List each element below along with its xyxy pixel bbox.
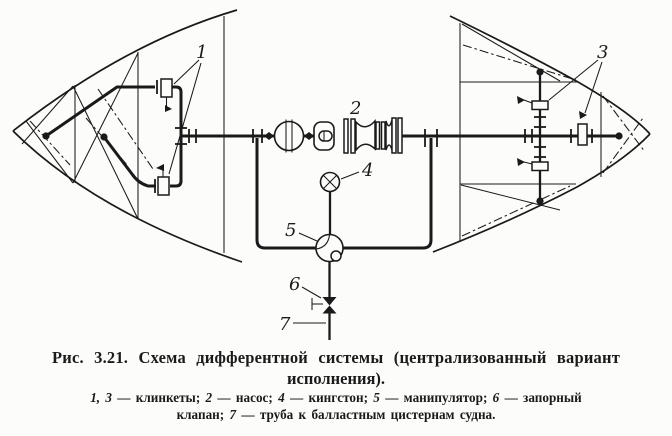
bow-suction-pipes bbox=[42, 85, 183, 188]
bow-suction-point-lower bbox=[100, 133, 108, 141]
bow-hull-top bbox=[12, 9, 238, 132]
stern-tank-group: 3 bbox=[432, 15, 651, 253]
label-klinket-stern: 3 bbox=[597, 42, 608, 63]
leader-6 bbox=[301, 286, 322, 299]
bow-hull-bottom bbox=[12, 130, 243, 263]
pump-unit: 2 bbox=[264, 98, 403, 154]
leader-3b bbox=[584, 61, 603, 114]
central-valve-group: 4 5 6 7 bbox=[255, 138, 433, 340]
leader-5 bbox=[298, 232, 318, 242]
leader-4 bbox=[340, 171, 360, 180]
stop-valve bbox=[311, 297, 337, 314]
label-manipulator: 5 bbox=[285, 220, 296, 241]
bow-klinket-lower bbox=[154, 164, 170, 196]
loop-left-leg bbox=[255, 138, 316, 250]
label-kingston: 4 bbox=[361, 160, 373, 181]
leader-3a bbox=[548, 59, 599, 101]
legend-line-1: 1, 3 — клинкеты; 2 — насос; 4 — кингстон… bbox=[90, 390, 582, 405]
caption-line-2: исполнения). bbox=[286, 369, 386, 388]
stern-frames bbox=[459, 23, 602, 241]
stern-hull-bottom bbox=[432, 133, 651, 253]
manipulator bbox=[315, 233, 344, 263]
leader-1a bbox=[173, 59, 200, 85]
bow-klinket-upper bbox=[156, 78, 173, 112]
figure-3-21: 1 bbox=[12, 9, 651, 340]
figure-caption: Рис. 3.21. Схема дифферентной системы (ц… bbox=[8, 348, 664, 423]
caption-line-1: Рис. 3.21. Схема дифферентной системы (ц… bbox=[51, 348, 621, 367]
main-line-ticks bbox=[252, 129, 593, 147]
trim-system-diagram: 1 bbox=[12, 9, 651, 340]
stern-suction-branch bbox=[517, 68, 549, 205]
pump-casing bbox=[273, 120, 305, 152]
stern-line-end-point bbox=[615, 132, 623, 140]
stern-klinket-upper bbox=[517, 96, 549, 111]
legend-line-2: клапан; 7 — труба к балластным цистернам… bbox=[176, 407, 496, 422]
label-stop-valve: 6 bbox=[289, 274, 300, 295]
stern-klinket-lower bbox=[517, 158, 549, 172]
coupling-right bbox=[304, 132, 314, 140]
label-pump: 2 bbox=[349, 98, 361, 119]
label-ballast-pipe: 7 bbox=[279, 314, 291, 335]
kingston-valve bbox=[319, 171, 341, 235]
leader-1b bbox=[168, 62, 202, 175]
stern-klinket-main bbox=[577, 111, 588, 146]
coupling-left bbox=[264, 132, 274, 140]
shaft-coupling-flanges bbox=[343, 117, 403, 154]
stern-bracing bbox=[460, 23, 646, 237]
bow-tank-group: 1 bbox=[12, 9, 243, 263]
label-klinket-bow: 1 bbox=[196, 42, 207, 63]
bow-suction-point-upper bbox=[42, 132, 50, 140]
loop-right-leg bbox=[343, 138, 433, 250]
